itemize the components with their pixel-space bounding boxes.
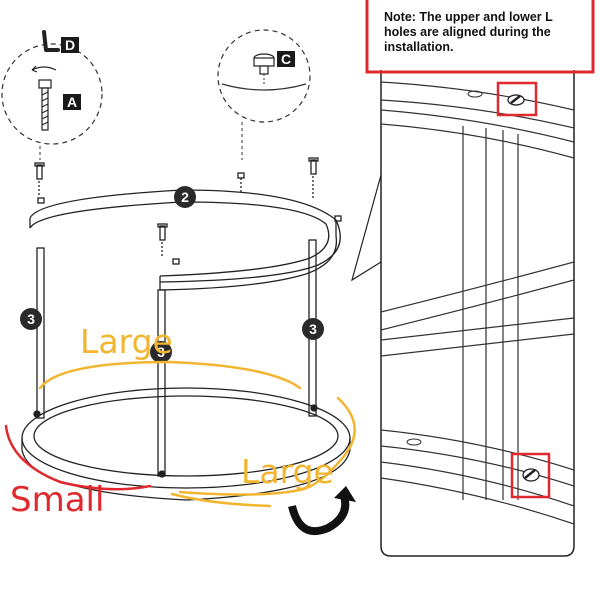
bolt-head: [38, 79, 52, 89]
part-label-c-box: [277, 51, 295, 67]
part-badge-ring: 2: [174, 186, 196, 208]
note-line-3: installation.: [384, 40, 454, 54]
annotation-large-bottom: Large: [241, 452, 334, 491]
note-frame: [365, 0, 595, 74]
large-top-underline: [38, 360, 302, 390]
l-hole-upper: [507, 94, 525, 106]
note-line-1: Note: The upper and lower L: [384, 10, 553, 24]
annotation-strokes: [4, 360, 356, 508]
rotate-arrow-icon: [31, 66, 57, 71]
main-assembly: [21, 157, 351, 501]
part-label-d: D: [65, 37, 75, 53]
small-arc: [4, 424, 152, 491]
upper-ring: [29, 189, 341, 291]
detail-panel: [351, 0, 595, 557]
large-bottom-arc: [178, 396, 356, 496]
detail-circle-allen-bolt: D A: [1, 30, 103, 160]
annotation-large-top: Large: [80, 322, 173, 361]
rotate-direction-icon: [288, 486, 356, 536]
highlight-box-upper: [496, 81, 538, 117]
svg-text:3: 3: [157, 344, 165, 360]
highlight-box-lower: [510, 452, 551, 499]
annotation-small: Small: [10, 480, 105, 520]
detail-circle-cap-screw: C: [217, 29, 311, 160]
note-line-2: holes are aligned during the: [384, 25, 551, 39]
l-hole-lower: [522, 468, 540, 482]
allen-key-icon: [42, 30, 60, 52]
part-label-a: A: [67, 94, 77, 110]
svg-text:3: 3: [27, 311, 35, 327]
part-badge-leg-left: 3: [20, 308, 42, 330]
svg-text:2: 2: [181, 189, 189, 205]
callout-pointer: [351, 174, 382, 282]
detail-rails: [381, 81, 574, 525]
installation-note: Note: The upper and lower L holes are al…: [384, 10, 576, 55]
part-label-c: C: [281, 51, 291, 67]
part-badge-leg-center: 3: [150, 341, 172, 363]
detail-panel-frame: [380, 70, 575, 557]
part-badge-leg-right: 3: [302, 318, 324, 340]
part-label-a-box: [63, 94, 81, 110]
part-label-d-box: [61, 37, 79, 53]
svg-text:3: 3: [309, 321, 317, 337]
